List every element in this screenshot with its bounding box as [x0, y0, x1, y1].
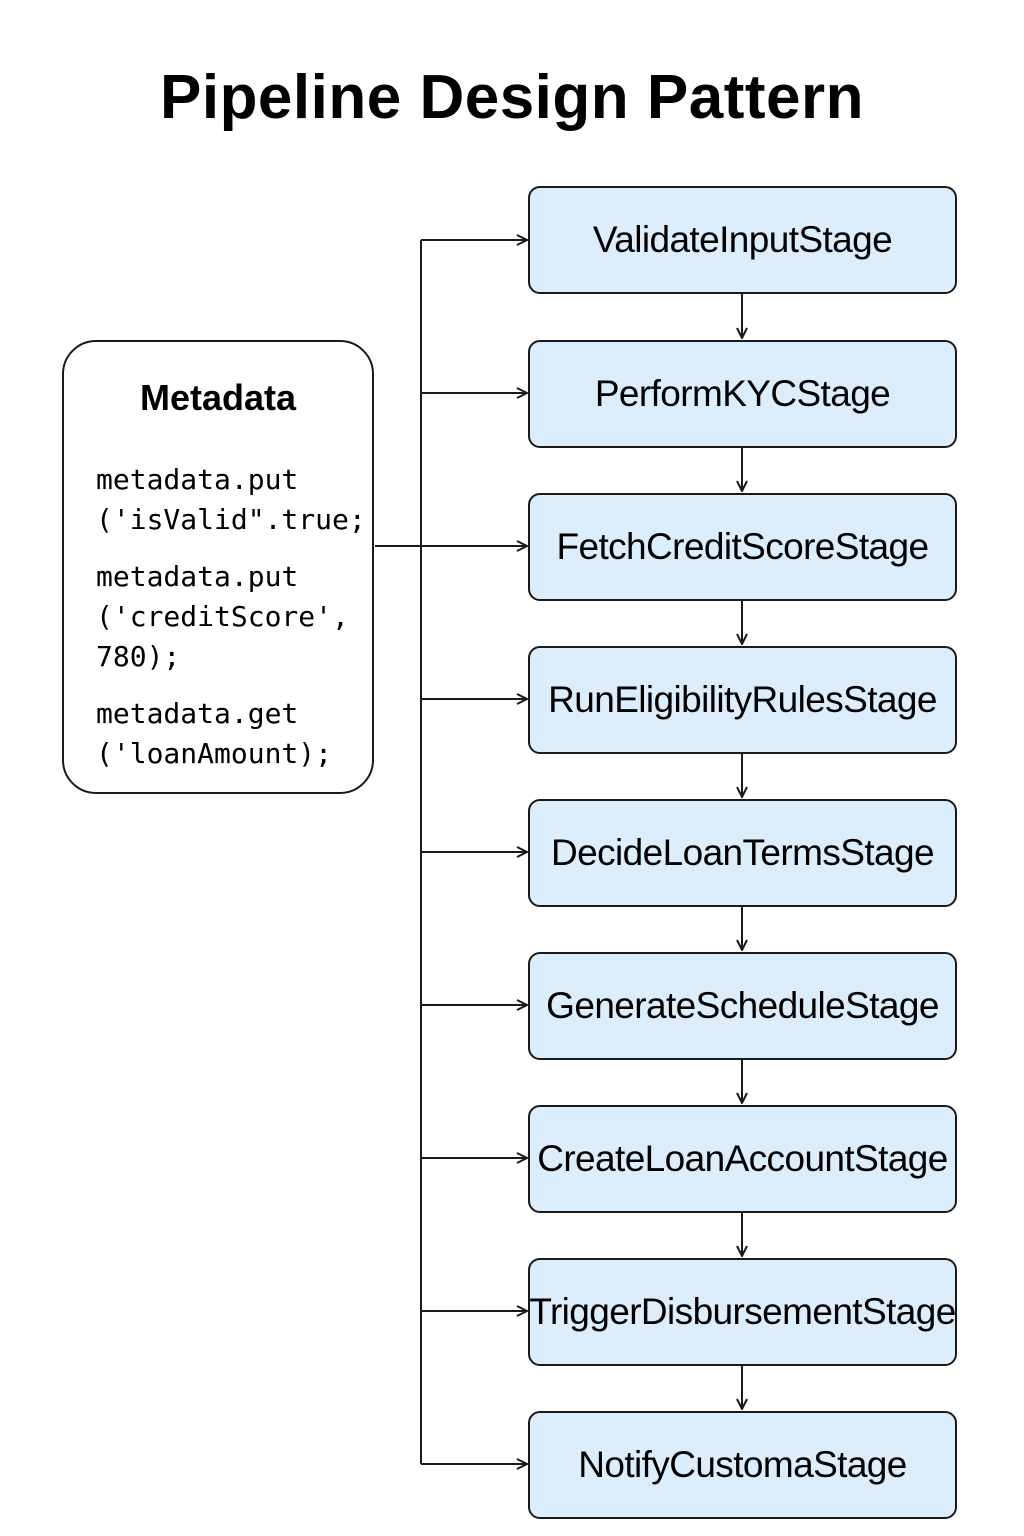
stage-notify-customer: NotifyCustomaStage: [528, 1411, 957, 1519]
stage-label: FetchCreditScoreStage: [556, 526, 930, 567]
stage-generate-schedule: GenerateScheduleStage: [528, 952, 957, 1060]
stage-label: NotifyCustomaStage: [578, 1444, 907, 1485]
stage-label: GenerateScheduleStage: [546, 985, 939, 1026]
stage-label: RunEligibilityRulesStage: [548, 679, 937, 720]
stage-label: DecideLoanTermsStage: [551, 832, 935, 873]
code-line: ('creditScore',: [96, 600, 349, 633]
stage-decide-loan-terms: DecideLoanTermsStage: [528, 799, 957, 907]
code-line: ('loanAmount);: [96, 737, 333, 770]
stage-validate-input: ValidateInputStage: [528, 186, 957, 294]
stage-label: CreateLoanAccountStage: [537, 1138, 948, 1179]
diagram-title: Pipeline Design Pattern: [159, 63, 864, 132]
code-line: 780);: [96, 640, 181, 673]
code-line: ('isValid".true;: [96, 503, 366, 536]
stage-trigger-disbursement: TriggerDisbursementStage: [528, 1258, 957, 1366]
code-line: metadata.put: [96, 560, 299, 593]
code-line: metadata.put: [96, 463, 299, 496]
metadata-heading: Metadata: [139, 377, 297, 418]
stage-create-loan-account: CreateLoanAccountStage: [528, 1105, 957, 1213]
stage-perform-kyc: PerformKYCStage: [528, 340, 957, 448]
stage-run-eligibility-rules: RunEligibilityRulesStage: [528, 646, 957, 754]
metadata-panel: Metadata metadata.put ('isValid".true; m…: [62, 340, 374, 794]
stage-label: TriggerDisbursementStage: [529, 1291, 956, 1332]
stage-fetch-credit-score: FetchCreditScoreStage: [528, 493, 957, 601]
stage-label: ValidateInputStage: [592, 219, 893, 260]
code-line: metadata.get: [96, 697, 299, 730]
stage-label: PerformKYCStage: [594, 373, 891, 414]
